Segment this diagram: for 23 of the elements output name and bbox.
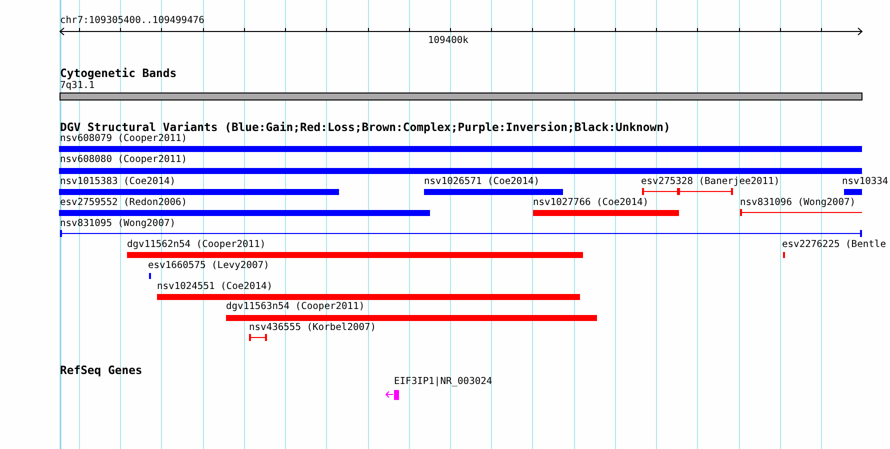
- axis-label: 109400k: [428, 35, 468, 47]
- feature-label: nsv831096 (Wong2007): [740, 197, 856, 209]
- track-title: DGV Structural Variants (Blue:Gain;Red:Loss;Brown:Complex;Purple:Inversion;Black:Unknown): [60, 121, 670, 133]
- feature-label: dgv11563n54 (Cooper2011): [226, 301, 365, 313]
- track-title: RefSeq Genes: [60, 364, 142, 376]
- feature-label: nsv1026571 (Coe2014): [424, 176, 540, 188]
- feature-label: esv275328 (Banerjee2011): [641, 176, 780, 188]
- feature-label: nsv436555 (Korbel2007): [249, 322, 376, 334]
- feature-label: esv2276225 (Bentle: [782, 239, 886, 251]
- track-title: Cytogenetic Bands: [60, 67, 177, 79]
- feature-label: esv2759552 (Redon2006): [60, 197, 188, 209]
- band-label: 7q31.1: [60, 80, 95, 92]
- feature-label: nsv608080 (Cooper2011): [60, 154, 188, 166]
- feature-label: dgv11562n54 (Cooper2011): [127, 239, 266, 251]
- feature-label: nsv1015383 (Coe2014): [60, 176, 176, 188]
- feature-label: nsv10334: [842, 176, 888, 188]
- feature-label: nsv1027766 (Coe2014): [533, 197, 649, 209]
- feature-label: esv1660575 (Levy2007): [148, 260, 270, 272]
- feature-label: nsv1024551 (Coe2014): [157, 281, 273, 293]
- gene-label: EIF3IP1|NR_003024: [394, 376, 492, 388]
- coordinate-range: chr7:109305400..109499476: [60, 15, 204, 27]
- feature-label: nsv831095 (Wong2007): [60, 218, 176, 230]
- feature-label: nsv608079 (Cooper2011): [60, 133, 188, 145]
